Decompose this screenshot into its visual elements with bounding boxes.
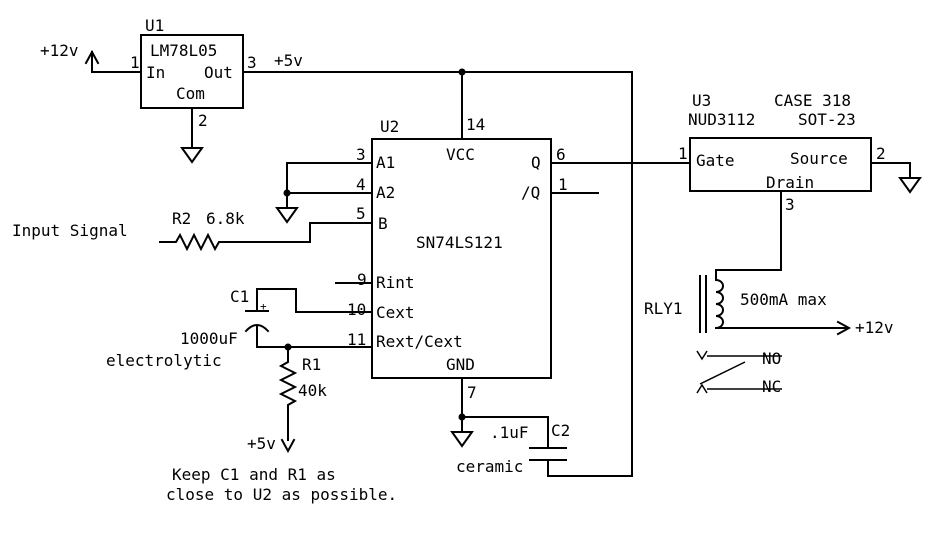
u1-in-label: In <box>146 63 165 82</box>
u2-pin-cext: 10 <box>347 300 366 319</box>
wire-drain-relay <box>715 190 782 281</box>
u2-pin-rext: 11 <box>347 330 366 349</box>
u3-pin-gate: 1 <box>678 144 688 163</box>
u2-pin-gnd: 7 <box>467 383 477 402</box>
u2-pin-vcc: 14 <box>466 115 485 134</box>
rly1-ref: RLY1 <box>644 299 683 318</box>
wire-source-ground <box>870 162 911 179</box>
ground-u2 <box>450 431 474 448</box>
u3-gate-label: Gate <box>696 151 735 170</box>
u2-label-b: B <box>378 214 388 233</box>
u3-pin-source: 2 <box>876 144 886 163</box>
ground-u1 <box>180 147 204 164</box>
u2-pin-q: 6 <box>556 145 566 164</box>
c2-type: ceramic <box>456 457 523 476</box>
wire-v12-in <box>91 51 142 73</box>
junction-a1-a2 <box>283 189 291 197</box>
v12-relay-label: +12v <box>855 318 894 337</box>
u3-package: SOT-23 <box>798 110 856 129</box>
c2-ref: C2 <box>551 421 570 440</box>
u3-case: CASE 318 <box>774 91 851 110</box>
v5-top-label: +5v <box>274 51 303 70</box>
rly1-no-label: NO <box>762 349 781 368</box>
r1-resistor <box>278 346 298 441</box>
u1-pin-com: 2 <box>198 111 208 130</box>
note-line2: close to U2 as possible. <box>166 485 397 504</box>
c1-ref: C1 <box>230 287 249 306</box>
input-signal-label: Input Signal <box>12 221 128 240</box>
u2-pin-rint: 9 <box>357 270 367 289</box>
v12-relay-arrow <box>836 320 852 336</box>
u3-ref: U3 <box>692 91 711 110</box>
u1-com-label: Com <box>176 84 205 103</box>
u2-label-q: Q <box>531 153 541 172</box>
rly1-armature <box>699 361 746 385</box>
u1-part: LM78L05 <box>150 41 217 60</box>
r1-ref: R1 <box>302 355 321 374</box>
u2-pin-qn: 1 <box>558 175 568 194</box>
r2-resistor <box>159 222 373 252</box>
u1-pin-in: 1 <box>130 53 140 72</box>
ground-u3 <box>898 177 922 194</box>
wire-c2-top <box>461 416 549 449</box>
wire-c1-plus <box>256 288 373 313</box>
ground-a1-a2 <box>275 207 299 224</box>
rly1-coil <box>714 278 724 330</box>
rly1-no-marker <box>696 350 708 361</box>
rly1-nc-marker <box>696 383 708 394</box>
u2-vcc-label: VCC <box>446 145 475 164</box>
r2-value: 6.8k <box>206 209 245 228</box>
u2-pin-b: 5 <box>356 204 366 223</box>
u2-label-rint: Rint <box>376 273 415 292</box>
r1-value: 40k <box>298 381 327 400</box>
v5-bottom-arrow <box>280 438 296 454</box>
u2-label-cext: Cext <box>376 303 415 322</box>
u2-ref: U2 <box>380 117 399 136</box>
v12-top-label: +12v <box>40 41 79 60</box>
u2-label-rext: Rext/Cext <box>376 332 463 351</box>
wire-5v-rail <box>242 71 633 477</box>
u1-out-label: Out <box>204 63 233 82</box>
u2-label-qn: /Q <box>521 183 540 202</box>
u3-pin-drain: 3 <box>785 195 795 214</box>
u3-part: NUD3112 <box>688 110 755 129</box>
u3-source-label: Source <box>790 149 848 168</box>
u2-pin-a1: 3 <box>356 145 366 164</box>
wire-c1-minus <box>256 325 373 348</box>
u2-label-a1: A1 <box>376 153 395 172</box>
rly1-rating: 500mA max <box>740 290 827 309</box>
c1-polarity: + <box>260 300 267 313</box>
u2-label-a2: A2 <box>376 183 395 202</box>
c1-type: electrolytic <box>106 351 222 370</box>
rly1-nc-label: NC <box>762 377 781 396</box>
r2-ref: R2 <box>172 209 191 228</box>
c1-value: 1000uF <box>180 329 238 348</box>
note-line1: Keep C1 and R1 as <box>172 465 336 484</box>
v5-bottom-label: +5v <box>247 434 276 453</box>
u2-pin-a2: 4 <box>356 175 366 194</box>
junction-5v <box>458 68 466 76</box>
u2-gnd-label: GND <box>446 355 475 374</box>
u2-part: SN74LS121 <box>416 233 503 252</box>
u1-ref: U1 <box>145 16 164 35</box>
u3-drain-label: Drain <box>766 173 814 192</box>
c2-value: .1uF <box>490 423 529 442</box>
u1-pin-out: 3 <box>247 53 257 72</box>
